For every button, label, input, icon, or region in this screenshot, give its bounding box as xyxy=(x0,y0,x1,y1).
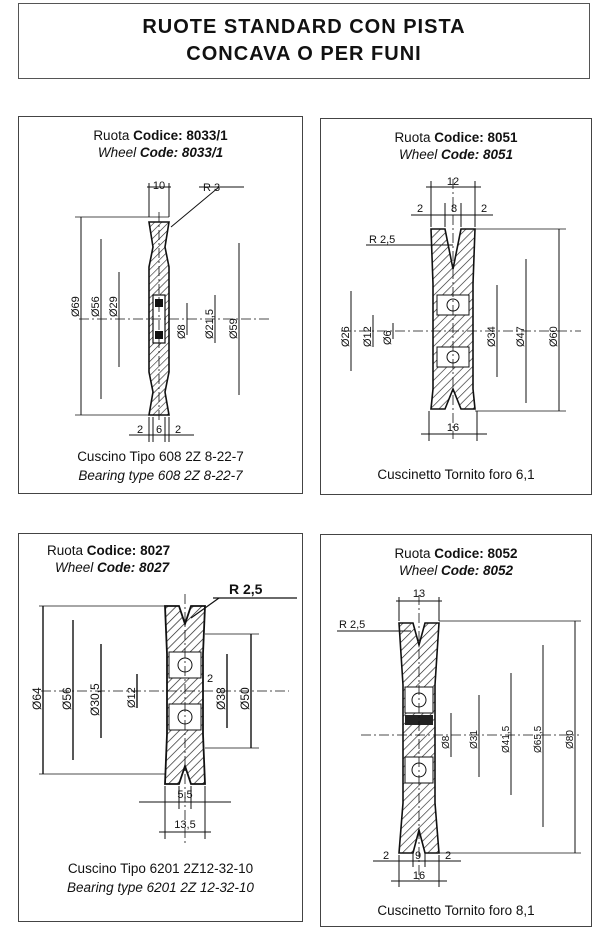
dim-d2: Ø12 xyxy=(362,326,374,347)
card-caption: Ruota Codice: 8033/1 Wheel Code: 8033/1 xyxy=(19,127,302,161)
dim-d6: Ø60 xyxy=(548,326,560,347)
wheel-card-8027: Ruota Codice: 8027 Wheel Code: 8027 xyxy=(18,533,303,922)
wheel-drawing: 13 R 2,5 Ø8 Ø31 Ø41,5 Ø65,5 Ø80 2 9 2 16 xyxy=(337,588,581,887)
wheel-drawing: 10 R 3 Ø69 Ø56 Ø29 Ø8 Ø21,5 Ø59 2 6 2 xyxy=(70,180,269,442)
wheel-code: 8033/1 xyxy=(186,128,228,143)
bearing-it: Cuscino Tipo 6201 2Z12-32-10 xyxy=(67,861,254,876)
bearing-note: Cuscinetto Tornito foro 6,1 xyxy=(321,465,591,484)
dim-small: 2 xyxy=(207,673,213,685)
wheel-code-en: 8052 xyxy=(483,563,514,578)
wheel-card-8033-1: Ruota Codice: 8033/1 Wheel Code: 8033/1 xyxy=(18,116,303,494)
codice-label: Codice: xyxy=(434,130,484,145)
code-label: Code: xyxy=(440,563,480,578)
dim-bottom: 16 xyxy=(447,422,459,434)
wheel-code: 8052 xyxy=(487,546,518,561)
dim-d3: Ø6 xyxy=(382,330,394,345)
ruota-label: Ruota xyxy=(394,130,431,145)
dim-d3: Ø41,5 xyxy=(501,725,512,753)
dim-d1: Ø26 xyxy=(340,326,352,347)
dim-d4: Ø65,5 xyxy=(533,725,544,753)
dim-d5: Ø38 xyxy=(214,687,228,710)
wheel-label: Wheel xyxy=(97,145,137,160)
dim-d2: Ø31 xyxy=(469,730,480,749)
card-caption: Ruota Codice: 8052 Wheel Code: 8052 xyxy=(321,545,591,579)
codice-label: Codice: xyxy=(86,543,137,558)
wheel-code-en: 8033/1 xyxy=(181,145,224,160)
wheel-code: 8027 xyxy=(140,543,171,558)
ruota-label: Ruota xyxy=(93,128,130,143)
wheel-card-8051: Ruota Codice: 8051 Wheel Code: 8051 xyxy=(320,118,592,495)
wheel-drawing: 12 2 8 2 R 2,5 Ø26 Ø12 Ø6 Ø34 Ø47 Ø60 16 xyxy=(340,176,581,441)
dim-top: 13 xyxy=(413,588,425,600)
bearing-it: Cuscinetto Tornito foro 8,1 xyxy=(377,903,535,918)
dim-d5: Ø47 xyxy=(515,326,527,347)
dim-d3: Ø30,5 xyxy=(88,683,102,716)
title-line-1: RUOTE STANDARD CON PISTA xyxy=(142,16,466,38)
dim-d6: Ø59 xyxy=(228,318,240,339)
dim-d2: Ø56 xyxy=(60,687,74,710)
dim-radius: R 2,5 xyxy=(339,619,365,631)
bearing-note: Cuscinetto Tornito foro 8,1 xyxy=(321,901,591,920)
dim-d3: Ø29 xyxy=(108,296,120,317)
dim-d4: Ø8 xyxy=(176,324,188,339)
wheel-code-en: 8051 xyxy=(483,147,514,162)
dim-t3: 2 xyxy=(481,203,487,215)
dim-d4: Ø34 xyxy=(486,326,498,347)
dim-d2: Ø56 xyxy=(90,296,102,317)
dim-b3: 2 xyxy=(175,424,181,436)
code-label: Code: xyxy=(440,147,480,162)
dim-radius: R 2,5 xyxy=(229,581,263,597)
dim-radius: R 3 xyxy=(203,182,220,194)
dim-b1: 2 xyxy=(137,424,143,436)
ruota-label: Ruota xyxy=(394,546,431,561)
dim-d5: Ø80 xyxy=(565,730,576,749)
dim-d4: Ø12 xyxy=(126,687,138,708)
dim-t1: 2 xyxy=(417,203,423,215)
dim-t2: 8 xyxy=(451,203,457,215)
codice-label: Codice: xyxy=(434,546,484,561)
dim-b3: 2 xyxy=(445,850,451,862)
wheel-card-8052: Ruota Codice: 8052 Wheel Code: 8052 xyxy=(320,534,592,927)
dim-d1: Ø64 xyxy=(30,687,44,710)
dim-top: 10 xyxy=(153,180,165,192)
dim-b2: 6 xyxy=(156,424,162,436)
wheel-label: Wheel xyxy=(398,147,438,162)
dim-d5: Ø21,5 xyxy=(204,309,216,339)
dim-d1: Ø69 xyxy=(70,296,82,317)
dim-top: 12 xyxy=(447,176,459,188)
code-label: Code: xyxy=(139,145,179,160)
bearing-en: Bearing type 608 2Z 8-22-7 xyxy=(78,468,243,483)
page-title: RUOTE STANDARD CON PISTA CONCAVA O PER F… xyxy=(18,3,590,79)
wheel-label: Wheel xyxy=(55,560,94,575)
dim-bottom: 16 xyxy=(413,870,425,882)
dim-b2: 9 xyxy=(415,850,421,862)
bearing-note: Cuscino Tipo 6201 2Z12-32-10 Bearing typ… xyxy=(19,859,302,897)
card-caption: Ruota Codice: 8051 Wheel Code: 8051 xyxy=(321,129,591,163)
wheel-label: Wheel xyxy=(398,563,438,578)
codice-label: Codice: xyxy=(133,128,183,143)
wheel-code-en: 8027 xyxy=(139,560,170,575)
ruota-label: Ruota xyxy=(47,543,84,558)
bearing-it: Cuscinetto Tornito foro 6,1 xyxy=(377,467,535,482)
wheel-drawing: R 2,5 Ø64 Ø56 Ø30,5 Ø12 Ø38 Ø50 2 5,5 13… xyxy=(30,581,297,844)
dim-b1: 2 xyxy=(383,850,389,862)
dim-radius: R 2,5 xyxy=(369,234,395,246)
dim-b2: 13,5 xyxy=(174,819,195,831)
code-label: Code: xyxy=(97,560,136,575)
card-caption: Ruota Codice: 8027 Wheel Code: 8027 xyxy=(19,542,302,576)
bearing-note: Cuscino Tipo 608 2Z 8-22-7 Bearing type … xyxy=(19,447,302,485)
wheel-code: 8051 xyxy=(487,130,518,145)
bearing-en: Bearing type 6201 2Z 12-32-10 xyxy=(67,880,254,895)
bearing-it: Cuscino Tipo 608 2Z 8-22-7 xyxy=(77,449,244,464)
dim-d1: Ø8 xyxy=(441,735,452,749)
dim-b1: 5,5 xyxy=(177,789,192,801)
dim-d6: Ø50 xyxy=(238,687,252,710)
title-line-2: CONCAVA O PER FUNI xyxy=(186,43,422,65)
